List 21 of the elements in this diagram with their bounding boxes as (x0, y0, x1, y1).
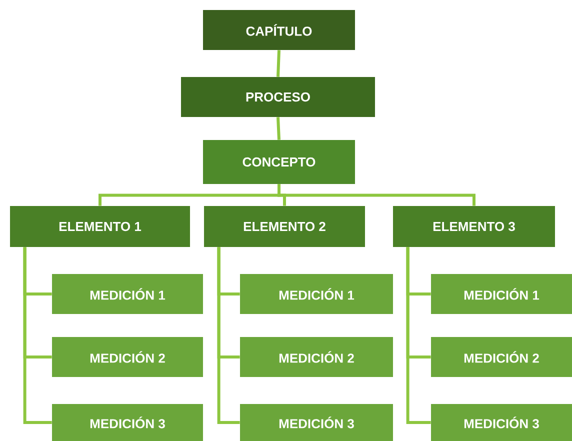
connector-line (276, 117, 280, 140)
process-box: PROCESO (181, 77, 375, 117)
measurement-box: MEDICIÓN 2 (431, 336, 572, 377)
chapter-box: CAPÍTULO (203, 10, 355, 50)
measurement-box: MEDICIÓN 3 (52, 404, 203, 441)
connector-line (278, 184, 476, 206)
measurement-box: MEDICIÓN 1 (431, 274, 572, 314)
element-box: ELEMENTO 3 (393, 206, 555, 247)
measurement-box: MEDICIÓN 3 (240, 404, 393, 441)
measurement-box: MEDICIÓN 1 (52, 274, 203, 314)
connector-line (276, 50, 280, 77)
measurement-box: MEDICIÓN 2 (240, 336, 393, 377)
measurement-box: MEDICIÓN 1 (240, 274, 393, 314)
connector-line (406, 247, 431, 424)
connector-line (23, 247, 52, 424)
concept-box: CONCEPTO (203, 140, 355, 184)
measurement-box: MEDICIÓN 2 (52, 336, 203, 377)
connector-line (217, 247, 240, 424)
element-box: ELEMENTO 1 (10, 206, 190, 247)
element-box: ELEMENTO 2 (204, 206, 365, 247)
measurement-box: MEDICIÓN 3 (431, 404, 572, 441)
